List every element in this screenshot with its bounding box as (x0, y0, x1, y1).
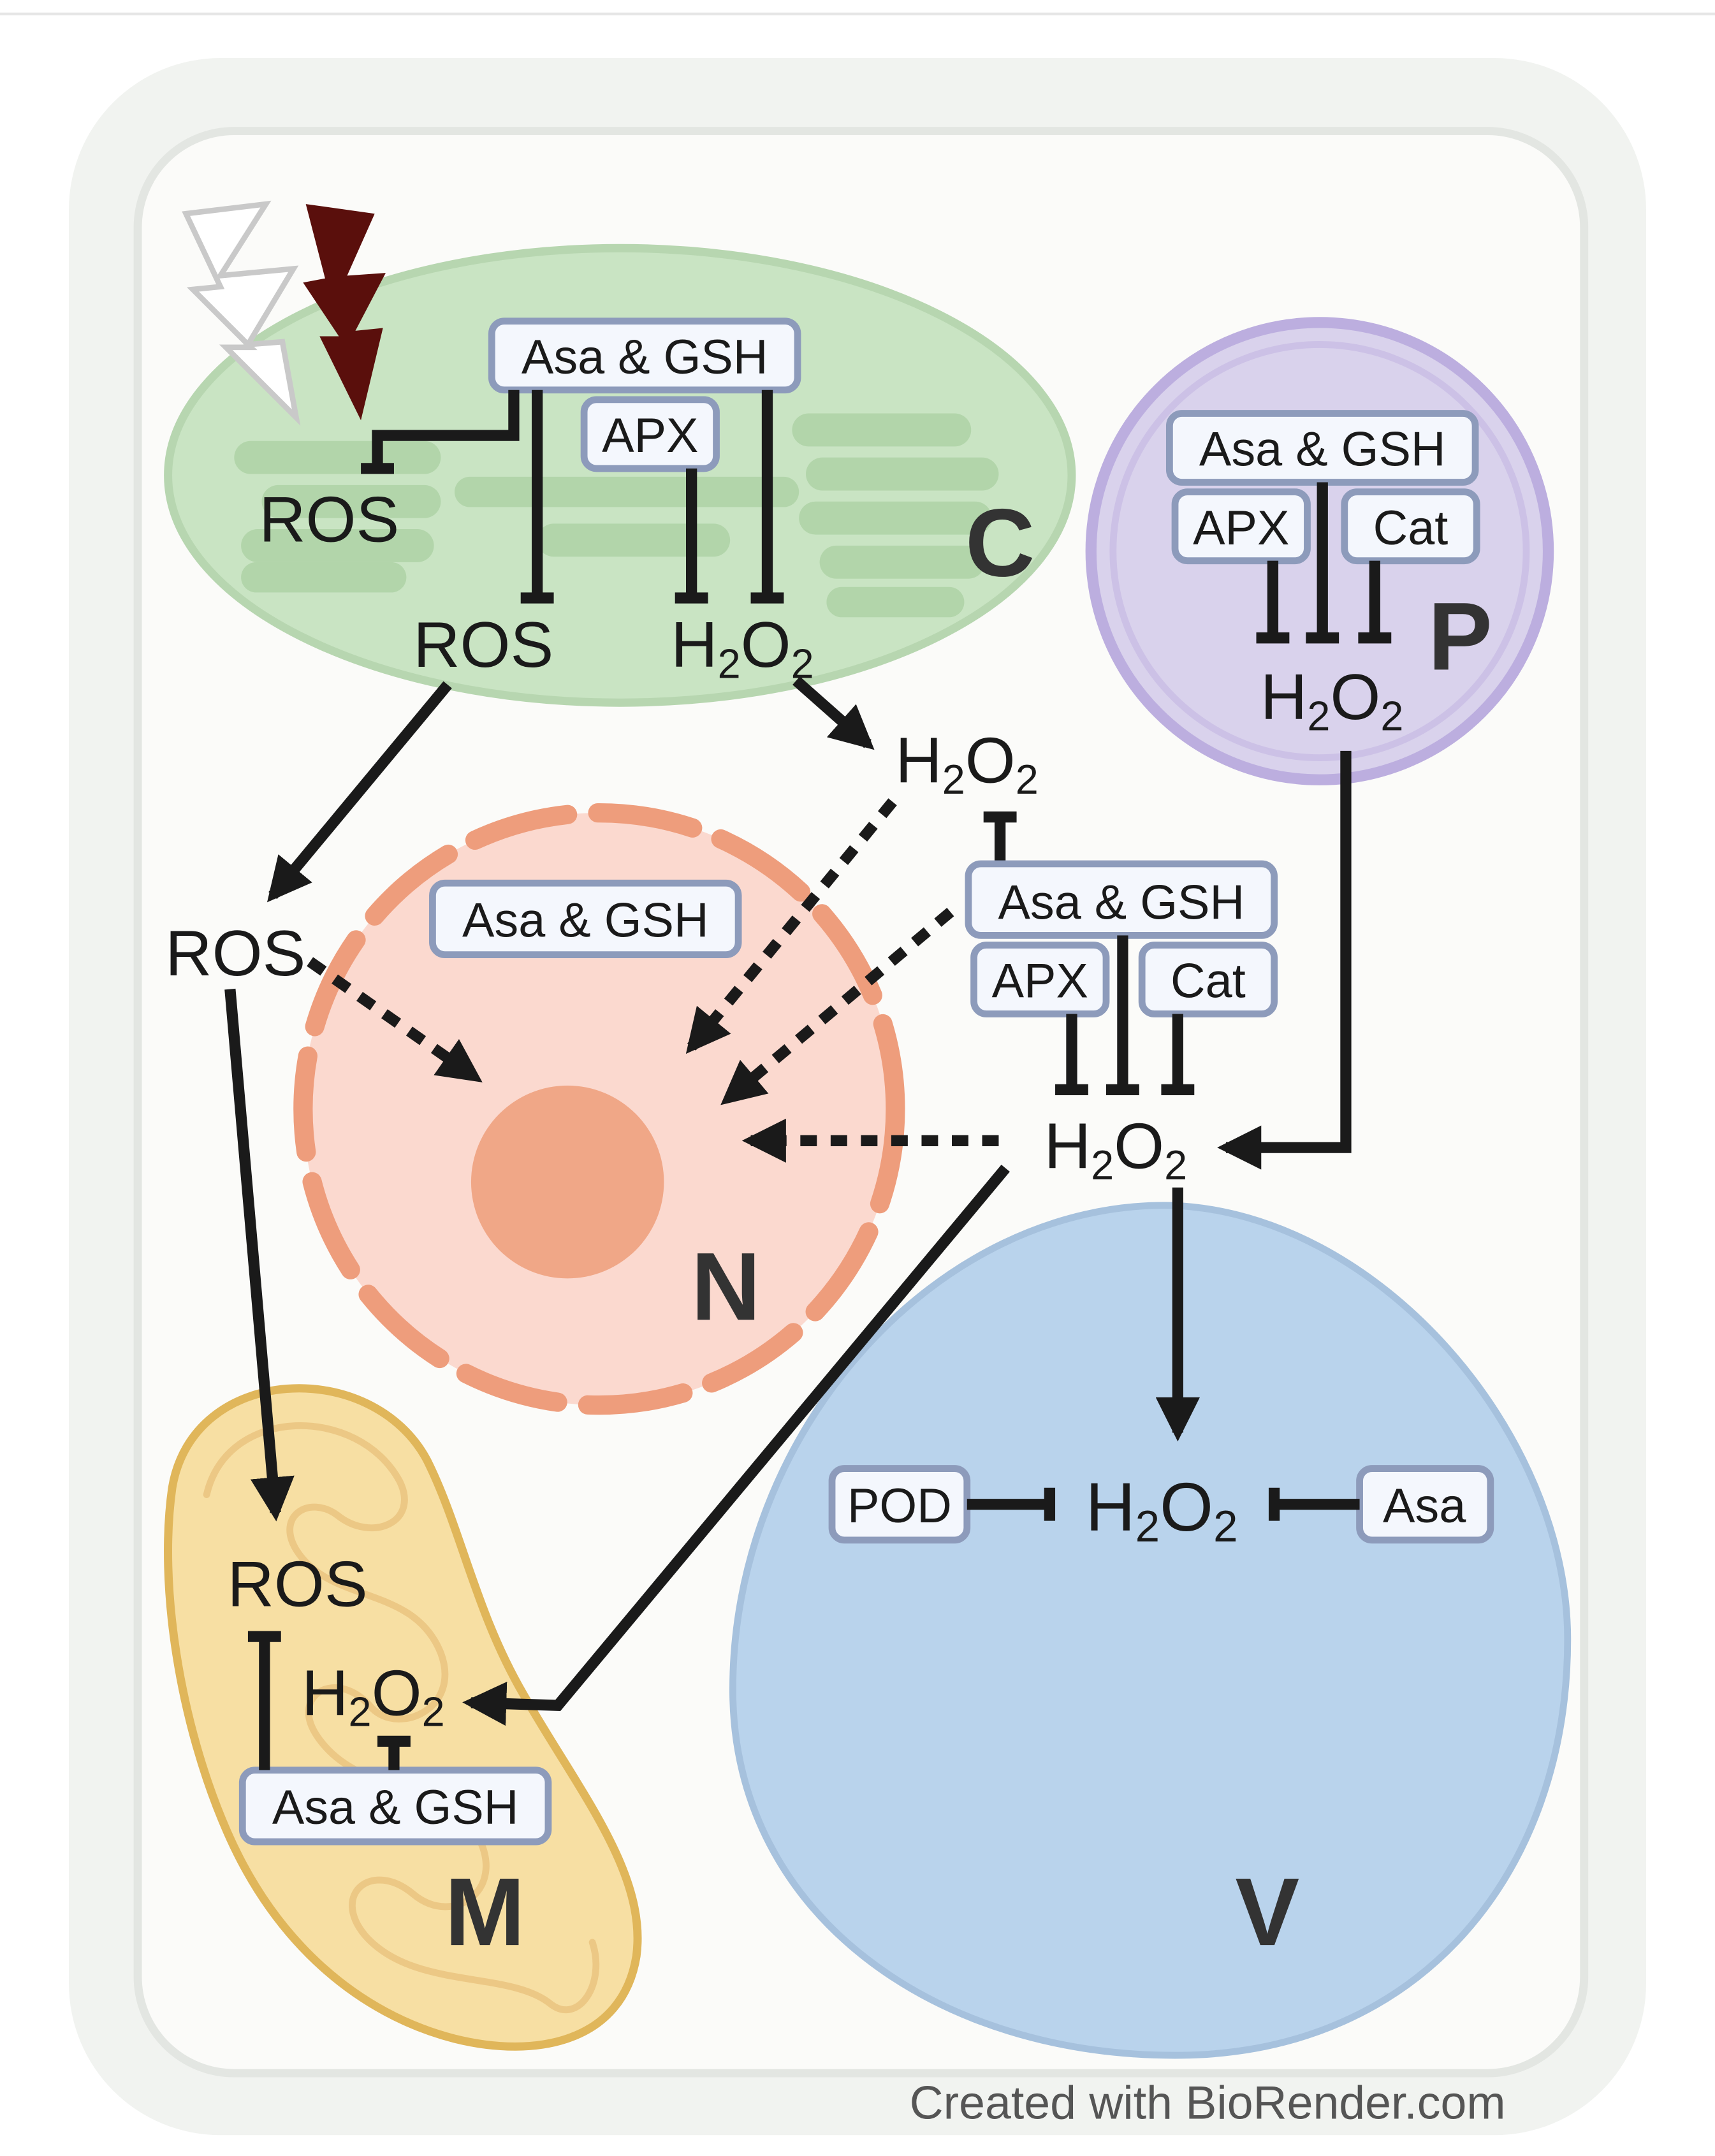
dotted-arrow-asa-to-nucleus (720, 908, 954, 1105)
svg-text:APX: APX (1193, 502, 1289, 555)
enzyme-box-asa-gsh-mitochondrion: Asa & GSH (238, 1766, 552, 1846)
arrow-h2o2-chloroplast-to-cytosol (792, 676, 875, 750)
enzyme-box-asa-gsh-peroxisome: Asa & GSH (1165, 410, 1479, 486)
enzyme-box-apx-cytosol: APX (970, 942, 1110, 1017)
h2o2-cytosol-upper: H2O2 (895, 724, 1038, 803)
h2o2-vacuole: H2O2 (1086, 1468, 1238, 1551)
inhibit-line-asa-ros-thylakoid (372, 390, 520, 469)
biorender-credit: Created with BioRender.com (910, 2076, 1506, 2129)
arrow-ros-to-mitochondrion (224, 988, 295, 1522)
enzyme-box-cat-peroxisome: Cat (1341, 488, 1480, 565)
ros-chloroplast: ROS (413, 608, 553, 681)
svg-text:APX: APX (602, 409, 698, 463)
svg-text:Asa & GSH: Asa & GSH (272, 1781, 519, 1835)
nucleus: N (293, 803, 905, 1415)
h2o2-chloroplast: H2O2 (671, 608, 814, 687)
peroxisome-label: P (1428, 583, 1492, 690)
enzyme-box-asa-gsh-nucleus: Asa & GSH (429, 879, 742, 959)
chloroplast: C (164, 244, 1076, 707)
svg-text:Asa & GSH: Asa & GSH (462, 894, 709, 948)
heat-stress-icon (303, 204, 386, 421)
ros-mitochondrion: ROS (228, 1548, 368, 1621)
vacuole-label: V (1235, 1858, 1299, 1966)
chloroplast-label: C (965, 489, 1035, 597)
h2o2-peroxisome: H2O2 (1260, 660, 1403, 739)
vacuole: V (729, 1202, 1572, 2059)
enzyme-box-apx-peroxisome: APX (1171, 488, 1311, 565)
dotted-arrow-h2o2-to-nucleus (685, 798, 897, 1054)
enzyme-box-asa-gsh-cytosol: Asa & GSH (965, 860, 1278, 939)
h2o2-mitochondrion: H2O2 (302, 1656, 444, 1735)
enzyme-box-asa-vacuole: Asa (1356, 1465, 1494, 1544)
ros-cytosol: ROS (165, 917, 305, 989)
svg-text:Cat: Cat (1171, 955, 1246, 1009)
mitochondrion-label: M (445, 1858, 525, 1966)
enzyme-box-asa-gsh-chloroplast: Asa & GSH (488, 317, 801, 394)
svg-text:POD: POD (847, 1480, 952, 1533)
svg-text:Cat: Cat (1373, 502, 1449, 555)
arrow-h2o2-peroxisome-to-cytosol (1217, 750, 1352, 1170)
svg-text:Asa & GSH: Asa & GSH (522, 331, 768, 384)
light-stress-icon (182, 200, 301, 426)
enzyme-box-apx-chloroplast: APX (580, 396, 720, 472)
svg-text:Asa & GSH: Asa & GSH (998, 876, 1244, 929)
dotted-arrow-ros-to-nucleus (307, 957, 483, 1082)
arrow-ros-chloroplast-to-cytosol (266, 681, 452, 903)
enzyme-box-pod-vacuole: POD (828, 1465, 971, 1544)
nucleolus (471, 1085, 664, 1279)
h2o2-cytosol-main: H2O2 (1044, 1110, 1187, 1188)
svg-text:APX: APX (992, 955, 1088, 1009)
ros-thylakoid: ROS (259, 483, 399, 555)
arrow-h2o2-cytosol-to-mitochondrion (462, 1164, 1010, 1726)
enzyme-box-cat-cytosol: Cat (1138, 942, 1278, 1017)
svg-text:Asa: Asa (1383, 1480, 1466, 1533)
mitochondrion: M (164, 1384, 642, 2051)
nucleus-label: N (691, 1233, 761, 1341)
svg-text:Asa & GSH: Asa & GSH (1199, 423, 1446, 477)
